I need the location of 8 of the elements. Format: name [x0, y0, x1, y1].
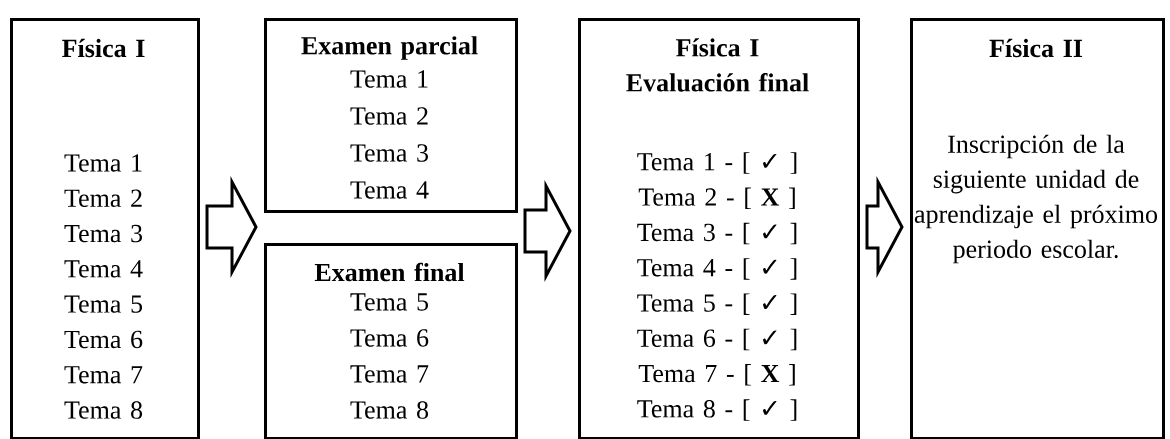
block-arrow: [523, 180, 572, 282]
process-box: Física I Tema 1 Tema 2 Tema 3 Tema 4 Tema 5 Tema 6 Tema 7 Tema 8: [10, 18, 200, 439]
process-box: Física I Evaluación final Tema 1 - [ ✓ ] Tema 2 - [ X ] Tema 3 - [ ✓ ] Tema 4 - [ ✓ ] Tema 5 - [ ✓ ] Tema 6 - [ ✓ ] Tema 7 - [ X ] Tema 8 - [ ✓ ]: [578, 18, 860, 439]
process-box: Examen final Tema 5 Tema 6 Tema 7 Tema 8: [264, 243, 518, 439]
block-arrow: [205, 176, 258, 278]
block-arrow: [865, 176, 904, 278]
process-box: Física II Inscripción de la siguiente unidad de aprendizaje el próximo periodo escolar.: [910, 18, 1165, 439]
process-box: Examen parcial Tema 1 Tema 2 Tema 3 Tema 4: [264, 18, 518, 213]
